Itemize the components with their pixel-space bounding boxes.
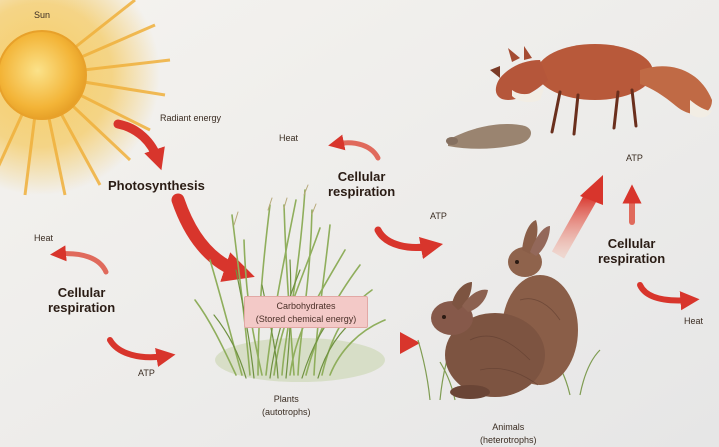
cellular-respiration-left-line1: Cellular <box>48 285 115 300</box>
atp-center-label: ATP <box>430 211 447 221</box>
radiant-energy-label: Radiant energy <box>160 113 221 123</box>
animals-label-line2: (heterotrophs) <box>480 434 537 447</box>
cellular-respiration-center-line1: Cellular <box>328 169 395 184</box>
animals-label: Animals (heterotrophs) <box>480 421 537 447</box>
heat-right-label: Heat <box>684 316 703 326</box>
plants-label-line2: (autotrophs) <box>262 406 311 419</box>
carbohydrates-label: Carbohydrates <box>245 300 367 313</box>
cellular-respiration-right-line1: Cellular <box>598 236 665 251</box>
heat-left-label: Heat <box>34 233 53 243</box>
cellular-respiration-right-label: Cellular respiration <box>598 236 665 266</box>
heat-top-label: Heat <box>279 133 298 143</box>
plants-label-line1: Plants <box>262 393 311 406</box>
cellular-respiration-center-label: Cellular respiration <box>328 169 395 199</box>
cellular-respiration-center-line2: respiration <box>328 184 395 199</box>
carbohydrates-box: Carbohydrates (Stored chemical energy) <box>244 296 368 328</box>
plants-label: Plants (autotrophs) <box>262 393 311 419</box>
cellular-respiration-left-line2: respiration <box>48 300 115 315</box>
sun-label: Sun <box>34 10 50 20</box>
stored-chemical-energy-label: (Stored chemical energy) <box>245 313 367 326</box>
atp-left-label: ATP <box>138 368 155 378</box>
cellular-respiration-left-label: Cellular respiration <box>48 285 115 315</box>
cellular-respiration-right-line2: respiration <box>598 251 665 266</box>
animals-label-line1: Animals <box>480 421 537 434</box>
photosynthesis-label: Photosynthesis <box>108 178 205 193</box>
atp-right-label: ATP <box>626 153 643 163</box>
